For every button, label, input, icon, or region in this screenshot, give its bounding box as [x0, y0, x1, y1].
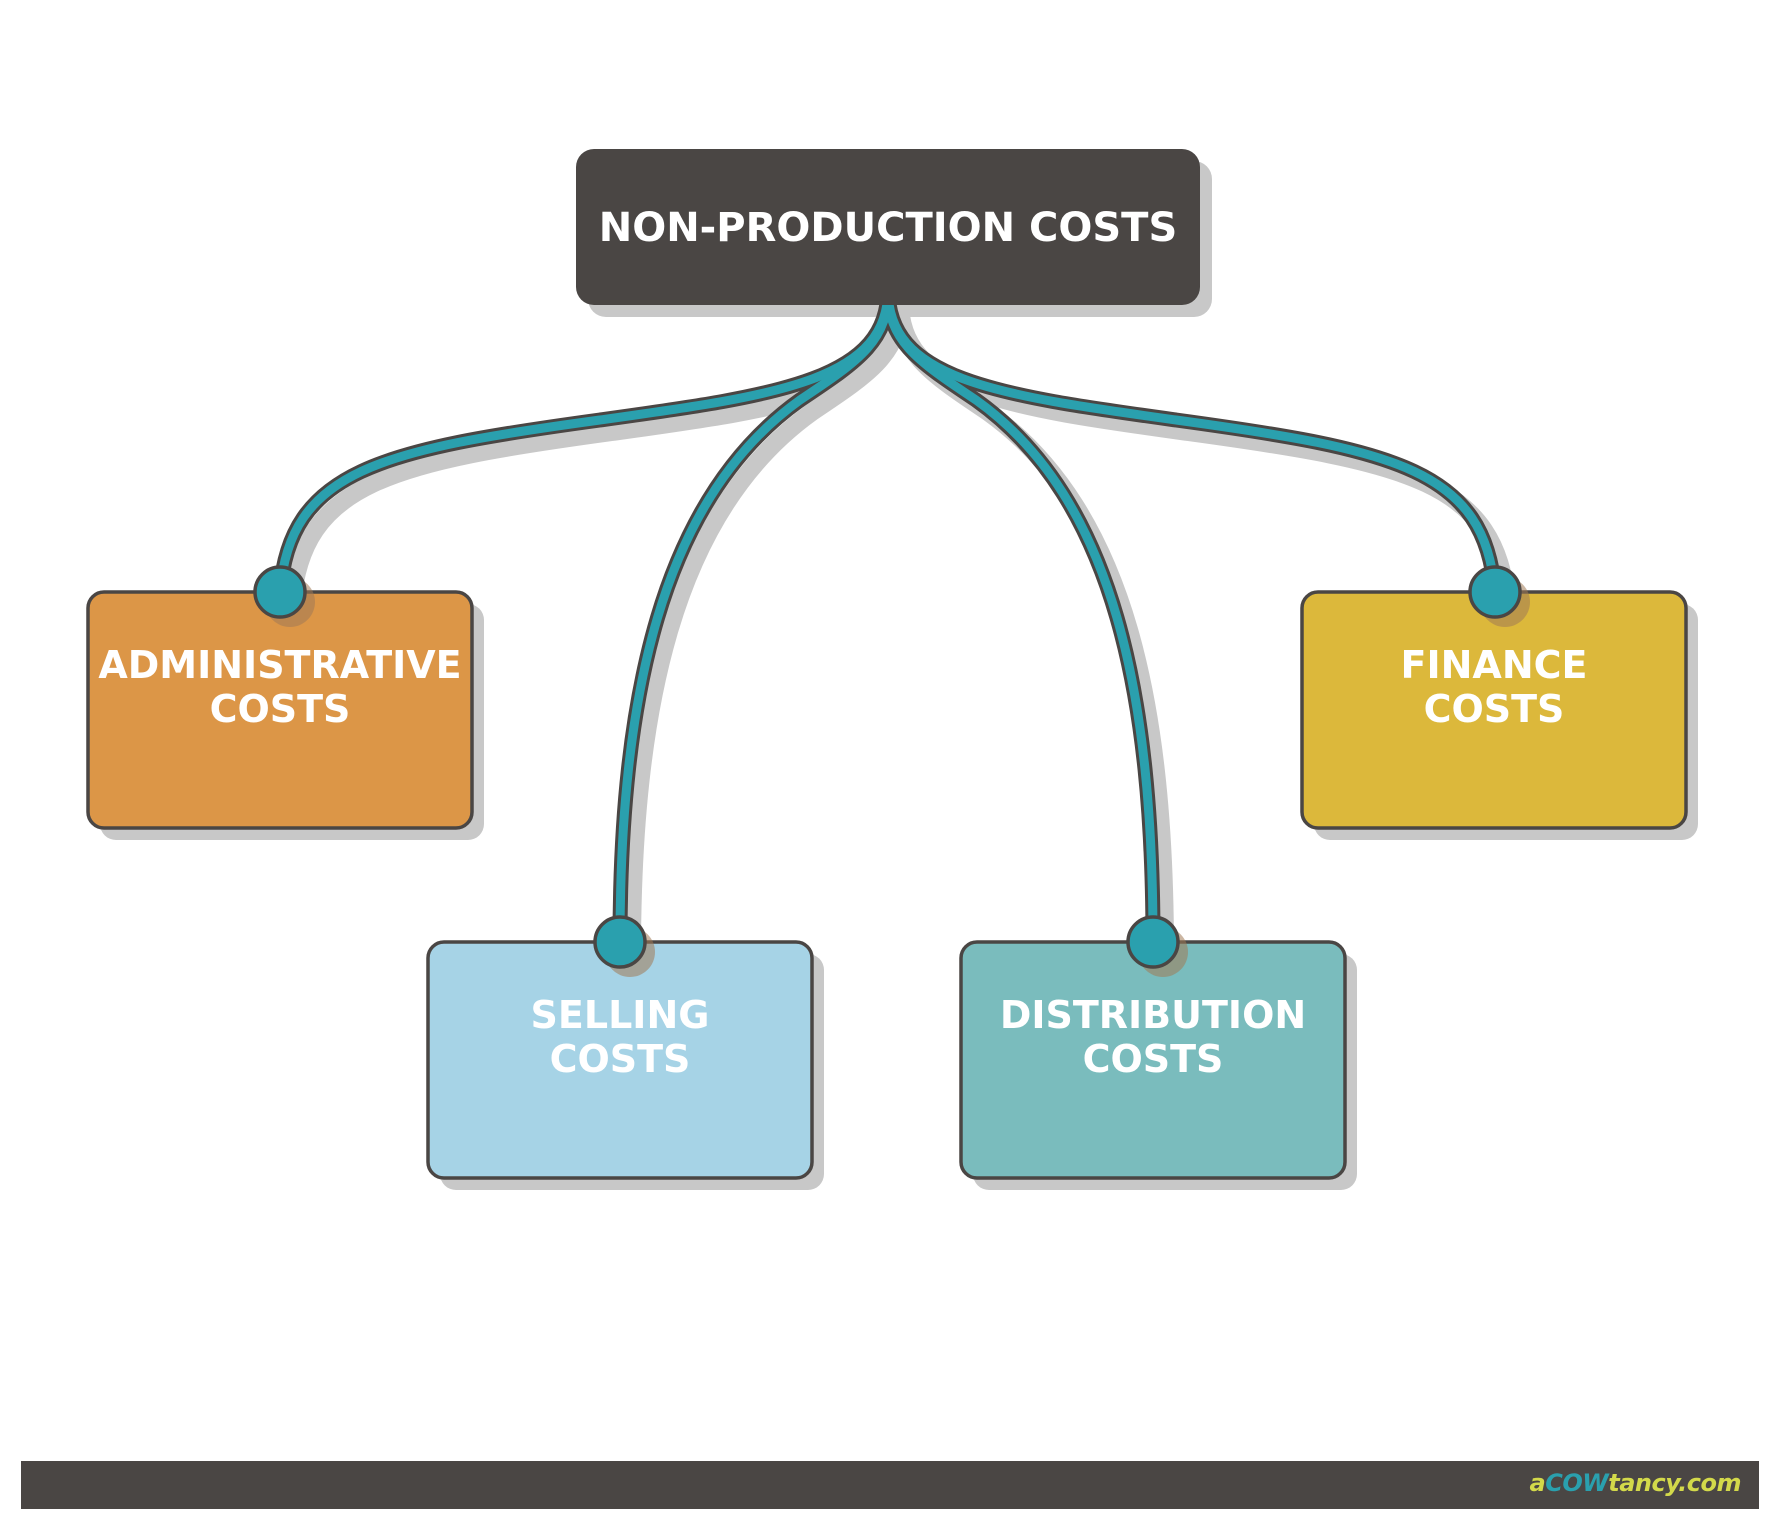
distribution-label-line-2: COSTS	[1083, 1037, 1224, 1081]
administrative-connector-dot	[253, 565, 307, 619]
brand-part-3: tancy.com	[1608, 1469, 1741, 1497]
connector-shadow-finance	[890, 290, 1516, 613]
footer-bar: aCOWtancy.com	[21, 1461, 1759, 1509]
selling-label-line-1: SELLING	[531, 993, 710, 1037]
connector-distribution	[883, 282, 1158, 947]
connector-shadow-selling	[623, 290, 910, 963]
connector-selling	[615, 282, 893, 947]
connector-shadow-administrative	[283, 290, 910, 613]
distribution-label-line-1: DISTRIBUTION	[1000, 993, 1306, 1037]
distribution-connector-dot	[1126, 915, 1180, 969]
dot-layer	[253, 565, 1530, 977]
finance-connector-dot	[1468, 565, 1522, 619]
administrative-label-line-1: ADMINISTRATIVE	[98, 643, 461, 687]
selling-label-line-2: COSTS	[550, 1037, 691, 1081]
finance-label-line-2: COSTS	[1424, 687, 1565, 731]
brand-part-2: COW	[1545, 1469, 1609, 1497]
root-box	[576, 149, 1200, 305]
finance-label-line-1: FINANCE	[1401, 643, 1588, 687]
root-label: NON-PRODUCTION COSTS	[599, 205, 1178, 251]
connector-layer	[272, 279, 1503, 950]
brand-logo[interactable]: aCOWtancy.com	[1529, 1469, 1742, 1497]
connector-finance	[883, 282, 1500, 597]
brand-part-1: a	[1529, 1469, 1546, 1497]
selling-connector-dot	[593, 915, 647, 969]
box-layer: NON-PRODUCTION COSTSADMINISTRATIVECOSTSS…	[86, 149, 1688, 1180]
administrative-label-line-2: COSTS	[210, 687, 351, 731]
